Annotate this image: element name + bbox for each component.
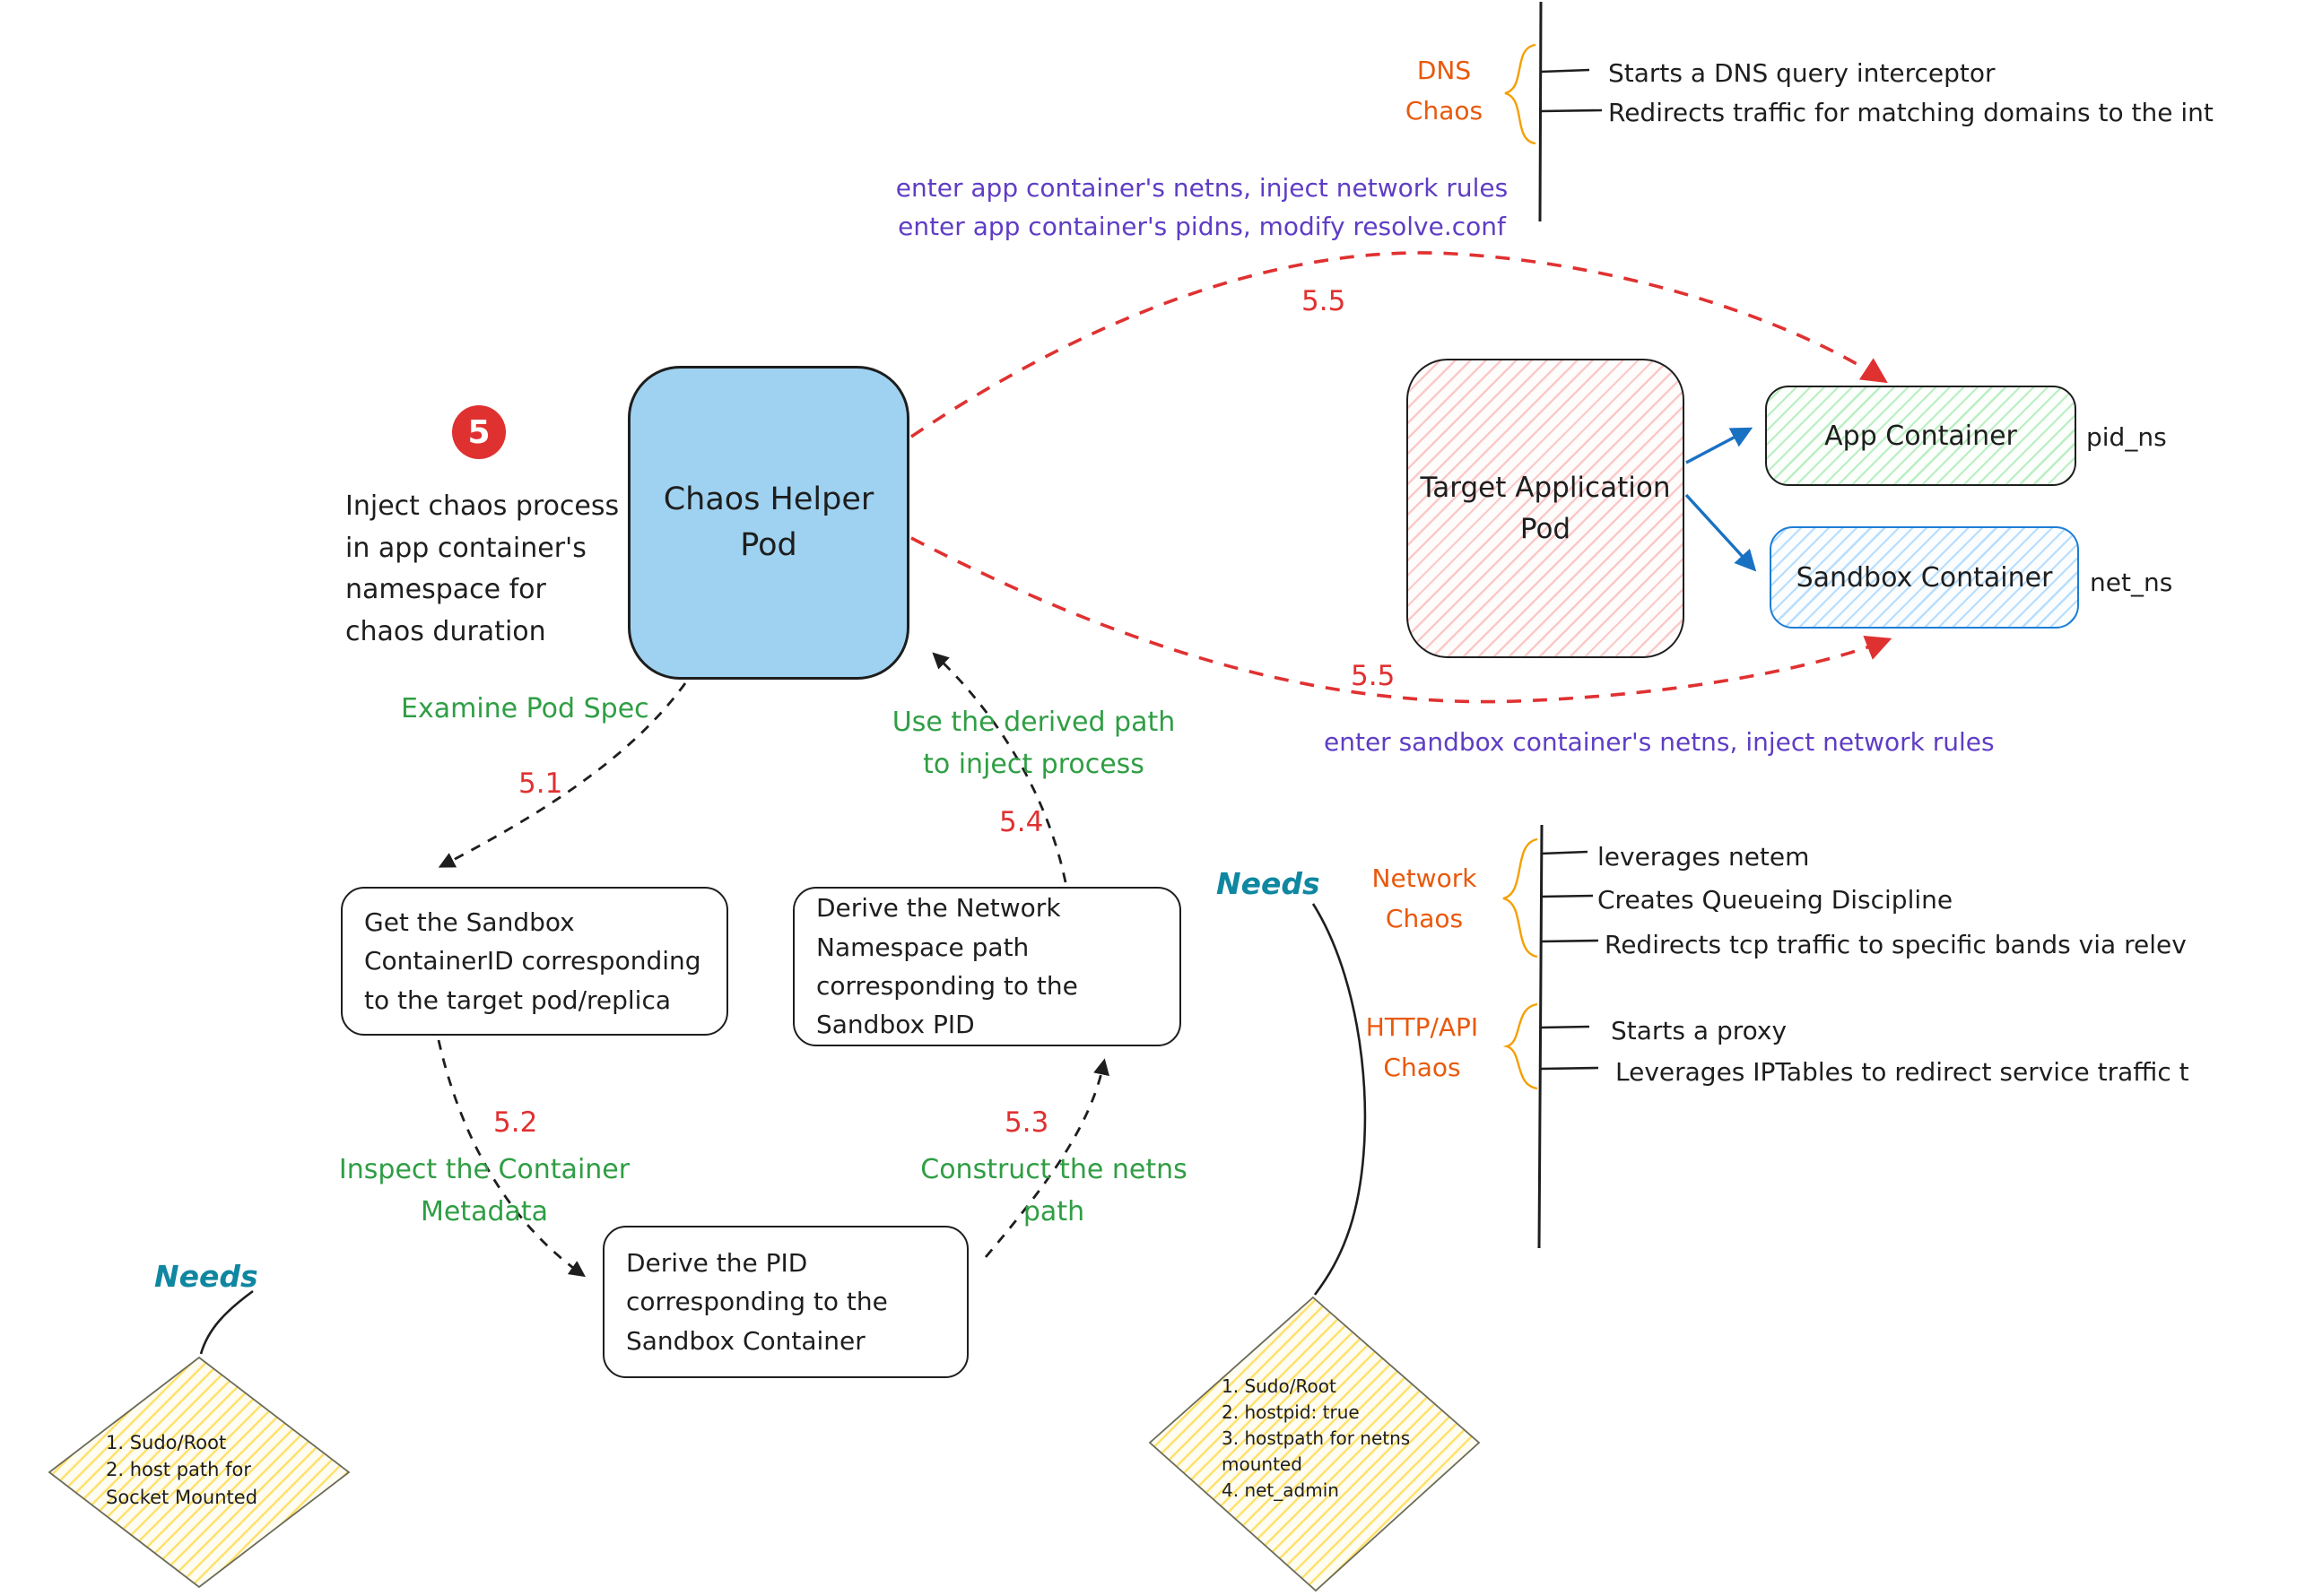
sandbox-container-label: Sandbox Container: [1796, 561, 2053, 594]
dns-tick-2: [1540, 108, 1603, 113]
net-ns-tag: net_ns: [2090, 568, 2173, 597]
step-box-derive-netns-path-label: Derive the Network Namespace path corres…: [816, 893, 1078, 1040]
step-label-5-3: 5.3: [1005, 1106, 1049, 1139]
dns-tick-1: [1540, 68, 1590, 74]
dns-brace: [1504, 43, 1536, 145]
dns-chaos-item-2: Redirects traffic for matching domains t…: [1608, 98, 2214, 127]
step-box-get-sandbox-containerid-label: Get the Sandbox ContainerID correspondin…: [364, 906, 701, 1015]
needs-left-connector: [199, 1289, 254, 1355]
step-box-derive-pid: Derive the PID corresponding to the Sand…: [603, 1226, 969, 1378]
annotation-inject-app: enter app container's netns, inject netw…: [895, 173, 1509, 242]
step-label-5-5-bottom: 5.5: [1351, 660, 1396, 692]
network-chaos-item-1: leverages netem: [1597, 842, 1810, 872]
http-tick-2: [1540, 1066, 1599, 1071]
inject-chaos-note: Inject chaos process in app container's …: [345, 490, 620, 647]
network-tick-2: [1540, 894, 1594, 898]
label-inspect-container-metadata: Inspect the Container Metadata: [338, 1154, 631, 1227]
http-api-chaos-label: HTTP/API Chaos: [1365, 1012, 1479, 1082]
needs-left-items: 1. Sudo/Root 2. host path for Socket Mou…: [106, 1432, 258, 1508]
red-dashed-arrow-to-sandbox-container: [910, 536, 1892, 704]
needs-right-items: 1. Sudo/Root 2. hostpid: true 3. hostpat…: [1222, 1375, 1411, 1501]
target-application-pod: Target Application Pod: [1406, 359, 1684, 658]
step-badge-5: 5: [452, 405, 506, 459]
step-label-5-4: 5.4: [999, 806, 1044, 838]
label-use-derived-path: Use the derived path to inject process: [892, 707, 1176, 780]
step-label-5-5-top: 5.5: [1301, 285, 1346, 317]
http-tick-1: [1540, 1025, 1590, 1029]
network-tick-1: [1540, 850, 1588, 855]
label-construct-netns-path: Construct the netns path: [920, 1154, 1187, 1227]
app-container: App Container: [1765, 386, 2076, 486]
step-label-5-2: 5.2: [493, 1106, 538, 1139]
needs-right-connector: [1311, 903, 1367, 1296]
chaos-helper-pod-label: Chaos Helper Pod: [663, 481, 874, 563]
annotation-inject-sandbox: enter sandbox container's netns, inject …: [1324, 727, 1995, 757]
dns-chaos-item-1: Starts a DNS query interceptor: [1608, 58, 1996, 88]
dns-chaos-label: DNS Chaos: [1405, 56, 1483, 126]
target-to-sandbox-arrow: [1684, 493, 1757, 572]
needs-left-label: Needs: [154, 1259, 258, 1294]
http-api-chaos-item-2: Leverages IPTables to redirect service t…: [1615, 1057, 2189, 1087]
http-api-chaos-item-1: Starts a proxy: [1611, 1016, 1788, 1045]
chaos-helper-pod: Chaos Helper Pod: [628, 366, 909, 680]
network-chaos-label: Network Chaos: [1371, 863, 1477, 933]
bottom-right-rail-line: [1537, 824, 1544, 1249]
red-dashed-arrow-to-app-container: [909, 251, 1888, 438]
network-chaos-item-2: Creates Queueing Discipline: [1597, 885, 1953, 915]
step-label-5-1: 5.1: [518, 768, 563, 800]
step-box-derive-pid-label: Derive the PID corresponding to the Sand…: [626, 1247, 888, 1356]
http-brace: [1502, 1002, 1538, 1090]
step-box-get-sandbox-containerid: Get the Sandbox ContainerID correspondin…: [341, 887, 728, 1036]
network-brace: [1502, 837, 1538, 958]
network-chaos-item-3: Redirects tcp traffic to specific bands …: [1605, 930, 2187, 959]
sandbox-container: Sandbox Container: [1770, 526, 2079, 629]
target-to-app-arrow: [1685, 427, 1753, 464]
needs-right-label: Needs: [1216, 866, 1320, 901]
pid-ns-tag: pid_ns: [2086, 422, 2167, 452]
step-box-derive-netns-path: Derive the Network Namespace path corres…: [793, 887, 1181, 1046]
label-examine-pod-spec: Examine Pod Spec: [401, 693, 649, 724]
target-application-pod-label: Target Application Pod: [1420, 471, 1671, 546]
app-container-label: App Container: [1824, 420, 2017, 452]
